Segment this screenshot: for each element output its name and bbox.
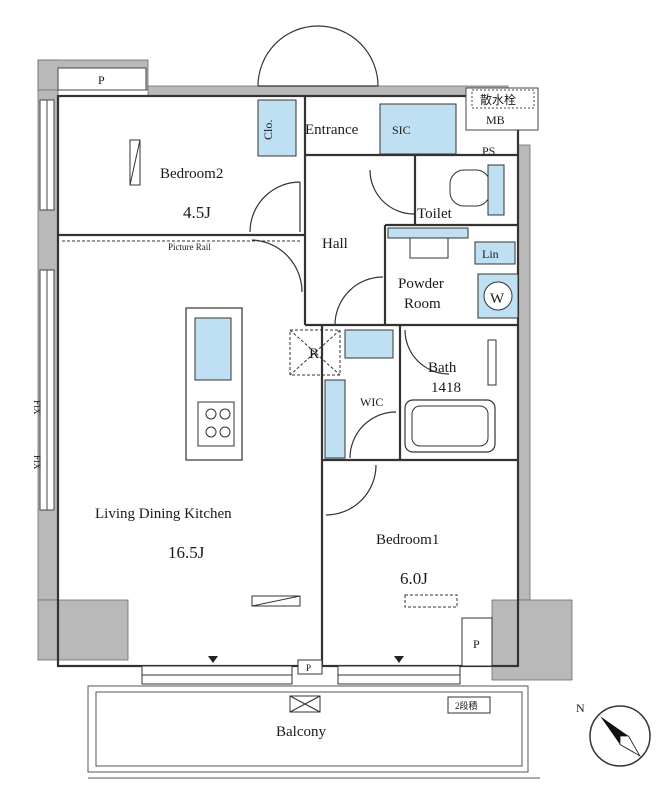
p-bottom-label: P — [306, 663, 311, 673]
wic-label: WIC — [360, 395, 383, 409]
bedroom1-size: 6.0J — [400, 569, 428, 588]
bath-panel — [487, 339, 497, 386]
bottom-windows — [141, 665, 461, 685]
clo-label: Clo. — [261, 120, 275, 140]
toilet-tank — [487, 164, 505, 216]
powder-line2: Room — [404, 296, 441, 312]
balcony-label: Balcony — [276, 724, 326, 740]
sprinkler-label: 散水栓 — [480, 92, 516, 107]
balcony-drain — [289, 695, 321, 713]
p-right-box — [461, 617, 493, 667]
sprinkler-box — [471, 89, 535, 109]
bedroom2-door[interactable] — [249, 181, 301, 233]
powder-line1: Powder — [398, 276, 444, 292]
bath-line1: Bath — [428, 360, 457, 376]
toilet-fixture — [449, 169, 491, 207]
bottom-right-wall — [491, 599, 573, 681]
closet-bedroom2 — [257, 99, 297, 157]
toilet-label: Toilet — [417, 206, 453, 222]
fix-label-1: FIX — [32, 400, 42, 415]
fix-label-2: FIX — [32, 455, 42, 470]
p-right-label: P — [473, 637, 480, 651]
ps-label: PS — [482, 144, 495, 158]
ladder-box — [447, 696, 491, 714]
bath-line2: 1418 — [431, 380, 461, 396]
left-windows — [39, 99, 55, 511]
ldk-name: Living Dining Kitchen — [95, 506, 232, 522]
entrance-label: Entrance — [305, 122, 359, 138]
balcony-railing — [87, 685, 540, 779]
entrance-door[interactable] — [257, 25, 379, 87]
wic-shelf-left — [324, 379, 346, 459]
hall-label: Hall — [322, 236, 348, 252]
picture-rail-label: Picture Rail — [168, 242, 211, 252]
compass: N — [576, 701, 651, 767]
ldk-door[interactable] — [251, 239, 303, 293]
bedroom1-ac — [404, 594, 458, 608]
cooktop — [197, 401, 235, 447]
refrigerator-label: R — [309, 346, 319, 362]
compass-needle-icon — [600, 716, 641, 757]
sink — [409, 237, 449, 259]
hall-door[interactable] — [334, 276, 384, 326]
sic-storage — [379, 103, 457, 155]
bedroom2-ac — [129, 139, 141, 186]
vanity-counter — [387, 227, 469, 239]
lin-label: Lin — [482, 247, 499, 261]
p-top-box — [57, 67, 147, 91]
ladder-label: 2段積 — [455, 700, 478, 711]
bottom-left-wall — [37, 599, 129, 661]
kitchen-sink — [194, 317, 232, 381]
lin-cabinet — [474, 241, 516, 265]
ldk-ac — [251, 595, 301, 607]
top-wall-strip — [147, 85, 509, 97]
bath-door[interactable] — [404, 329, 450, 375]
wic-shelf-top — [344, 329, 394, 359]
bedroom2-name: Bedroom2 — [160, 166, 223, 182]
bedroom1-door[interactable] — [325, 464, 377, 516]
p-top-label: P — [98, 73, 105, 87]
bedroom2-size: 4.5J — [183, 203, 211, 222]
toilet-door[interactable] — [369, 169, 415, 215]
bedroom1-name: Bedroom1 — [376, 532, 439, 548]
ldk-size: 16.5J — [168, 543, 205, 562]
washer-label: W — [490, 291, 505, 307]
p-bottom-box — [297, 659, 323, 675]
bathtub — [404, 399, 496, 453]
refrigerator-space — [289, 329, 341, 376]
compass-north: N — [576, 701, 585, 715]
wic-door[interactable] — [349, 411, 397, 459]
sic-label: SIC — [392, 123, 411, 137]
right-wall — [517, 144, 531, 601]
mb-label: MB — [486, 113, 505, 127]
